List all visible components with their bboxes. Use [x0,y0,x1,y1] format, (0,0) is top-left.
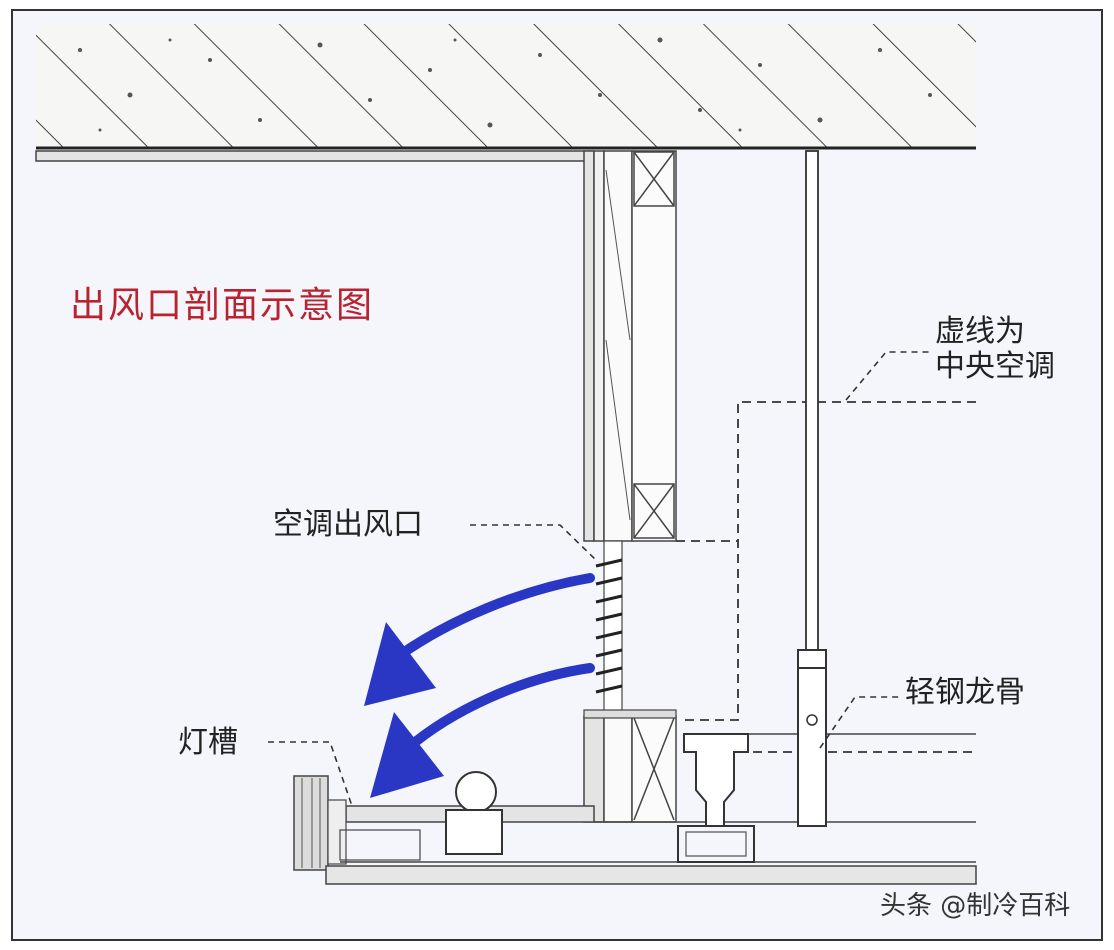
lamp-base [445,809,503,855]
airflow-arrow-head-lower [370,712,444,798]
label-light-keel: 轻钢龙骨 [905,675,1025,710]
label-light-slot: 灯槽 [178,725,238,760]
watermark: 头条 @制冷百科 [880,891,1071,921]
hanger-nut [797,649,827,669]
ceiling-board [35,150,593,162]
airflow-arrow-lower [403,663,595,753]
label-dashed-ac-line2: 中央空调 [935,348,1055,384]
label-dashed-ac: 虚线为 中央空调 [935,314,1055,384]
leader-outlet [470,524,599,563]
hanger-clip [797,667,827,827]
lamp-bulb [455,771,497,813]
airflow-arrows [395,573,595,753]
central-ac-dashed-outline [676,401,976,753]
concrete-aggregate [78,37,932,132]
label-ac-outlet: 空调出风口 [273,507,423,542]
leader-keel [819,696,900,749]
diagram-title: 出风口剖面示意图 [70,285,375,326]
leader-lines [268,351,930,807]
airflow-arrow-upper [395,573,595,660]
label-dashed-ac-line1: 虚线为 [935,314,1025,349]
light-slot-edge [293,775,329,871]
grille-louvers [595,558,623,694]
wood-furring [603,150,633,542]
drop-wall-board [583,150,595,542]
airflow-arrow-head-upper [364,622,436,706]
wood-keel-upper [631,150,677,542]
hanger-rod [805,150,819,652]
concrete-slab [36,24,976,148]
leader-ac [845,351,930,401]
ceiling-bottom-board [325,865,977,885]
frame [11,9,1103,941]
